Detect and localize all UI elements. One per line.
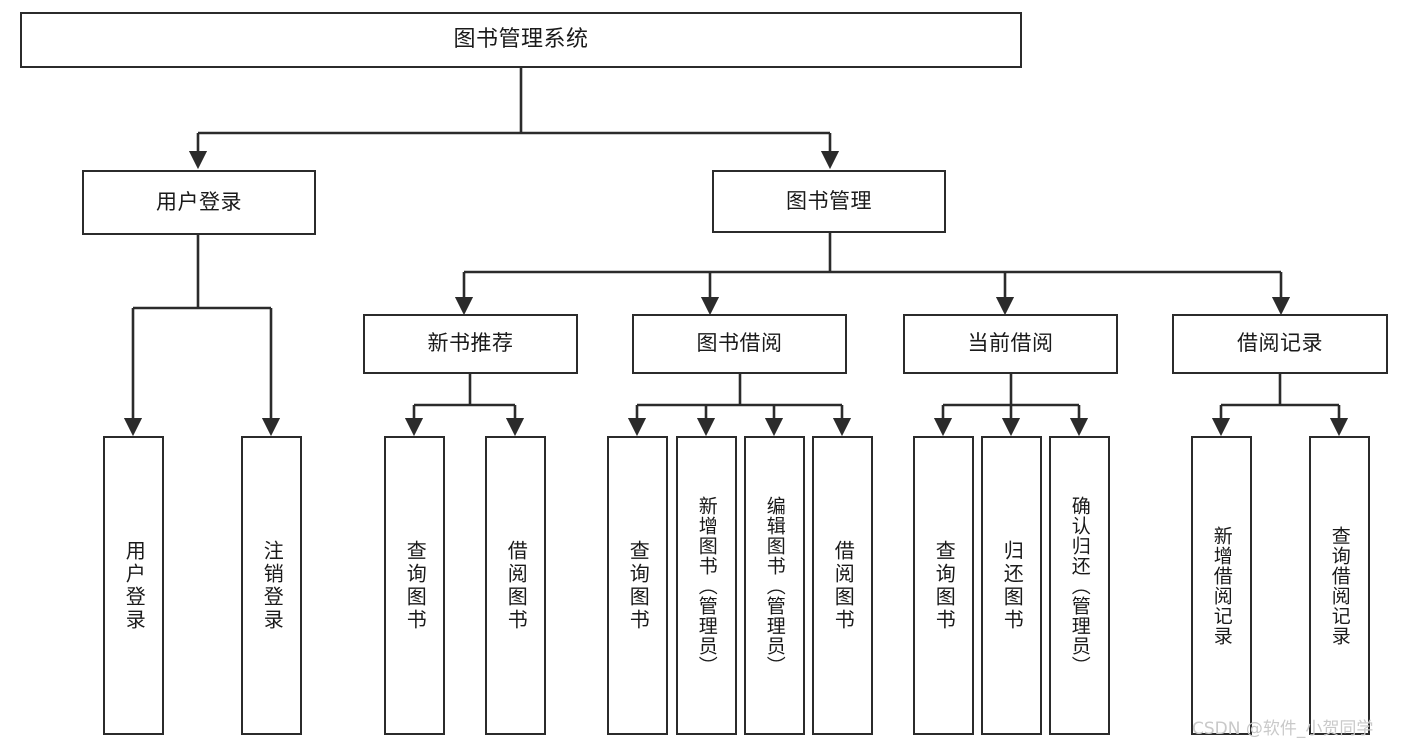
node-leaf-record-add[interactable]: 新增借阅记录 [1191, 436, 1252, 735]
node-book-borrow[interactable]: 图书借阅 [632, 314, 847, 374]
node-leaf-current-confirm-return-admin[interactable]: 确认归还（管理员） [1049, 436, 1110, 735]
node-label: 借阅图书 [504, 539, 529, 632]
node-label: 新增图书（管理员） [695, 495, 718, 676]
node-label: 新增借阅记录 [1210, 525, 1233, 646]
node-leaf-borrow-edit-book-admin[interactable]: 编辑图书（管理员） [744, 436, 805, 735]
node-label: 查询图书 [932, 539, 957, 632]
node-current-borrow[interactable]: 当前借阅 [903, 314, 1118, 374]
node-label: 注销登录 [260, 539, 285, 632]
node-leaf-recommend-borrow-book[interactable]: 借阅图书 [485, 436, 546, 735]
node-label: 用户登录 [122, 539, 147, 632]
node-book-management[interactable]: 图书管理 [712, 170, 946, 233]
node-leaf-user-login[interactable]: 用户登录 [103, 436, 164, 735]
node-leaf-borrow-query-book[interactable]: 查询图书 [607, 436, 668, 735]
node-label: 图书借阅 [696, 331, 783, 356]
node-label: 查询图书 [626, 539, 651, 632]
node-borrow-record[interactable]: 借阅记录 [1172, 314, 1388, 374]
node-label: 图书管理 [786, 188, 872, 213]
csdn-watermark: CSDN @软件_小贺同学 [1192, 719, 1374, 739]
node-new-book-recommend[interactable]: 新书推荐 [363, 314, 578, 374]
node-label: 借阅图书 [831, 539, 856, 632]
node-leaf-current-query-book[interactable]: 查询图书 [913, 436, 974, 735]
node-leaf-borrow-add-book-admin[interactable]: 新增图书（管理员） [676, 436, 737, 735]
node-leaf-user-logout[interactable]: 注销登录 [241, 436, 302, 735]
node-label: 借阅记录 [1237, 331, 1323, 356]
node-label: 图书管理系统 [453, 26, 589, 52]
node-leaf-record-query[interactable]: 查询借阅记录 [1309, 436, 1370, 735]
node-label: 查询图书 [403, 539, 428, 632]
node-leaf-current-return-book[interactable]: 归还图书 [981, 436, 1042, 735]
node-root-system[interactable]: 图书管理系统 [20, 12, 1022, 68]
node-label: 当前借阅 [967, 331, 1054, 356]
node-label: 归还图书 [1000, 539, 1025, 632]
node-label: 确认归还（管理员） [1068, 495, 1091, 676]
node-leaf-borrow-lend-book[interactable]: 借阅图书 [812, 436, 873, 735]
node-label: 查询借阅记录 [1328, 525, 1351, 646]
node-label: 编辑图书（管理员） [763, 495, 786, 676]
node-label: 用户登录 [156, 189, 242, 214]
node-label: 新书推荐 [427, 331, 514, 356]
node-user-login[interactable]: 用户登录 [82, 170, 316, 235]
node-leaf-recommend-query-book[interactable]: 查询图书 [384, 436, 445, 735]
